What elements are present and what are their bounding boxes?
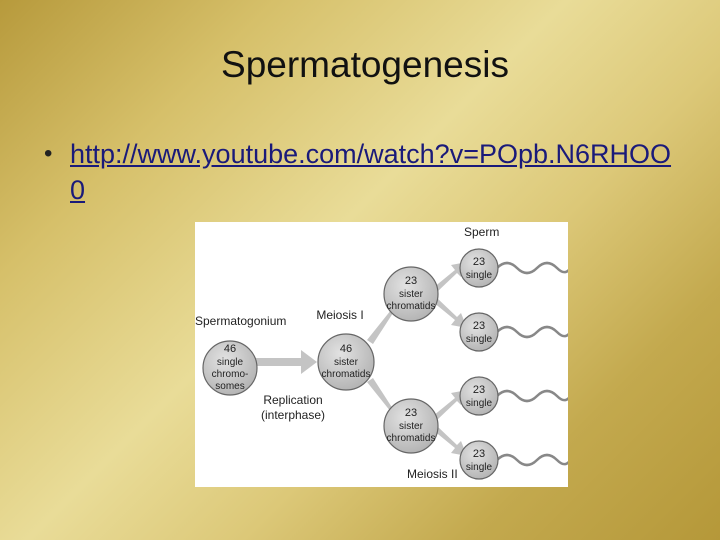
arrow-meiosis2-d bbox=[433, 426, 467, 456]
sperm-tail-4 bbox=[496, 453, 568, 467]
svg-text:single: single bbox=[466, 334, 493, 345]
svg-text:chromatids: chromatids bbox=[387, 433, 436, 444]
svg-text:(interphase): (interphase) bbox=[261, 408, 325, 422]
svg-text:46: 46 bbox=[340, 343, 352, 355]
svg-text:chromo-: chromo- bbox=[212, 369, 249, 380]
svg-text:23: 23 bbox=[405, 407, 417, 419]
secondary-spermatocyte-cell-1 bbox=[383, 266, 439, 322]
arrow-meiosis2-b bbox=[433, 298, 467, 328]
arrow-meiosis2-a bbox=[433, 262, 467, 292]
meiosis1-label: Meiosis I bbox=[316, 308, 363, 322]
sperm-head-4 bbox=[459, 440, 499, 480]
primary-spermatocyte-cell bbox=[317, 333, 375, 391]
svg-text:23: 23 bbox=[473, 384, 485, 396]
svg-text:single: single bbox=[217, 357, 244, 368]
bullet-dot: • bbox=[44, 140, 53, 167]
replication-label: Replication bbox=[263, 393, 322, 407]
sperm-head-1 bbox=[459, 248, 499, 288]
svg-text:sister: sister bbox=[399, 289, 424, 300]
svg-text:23: 23 bbox=[473, 320, 485, 332]
svg-text:single: single bbox=[466, 398, 493, 409]
svg-text:sister: sister bbox=[334, 357, 359, 368]
arrow-meiosis2-c bbox=[433, 390, 467, 420]
svg-text:23: 23 bbox=[405, 275, 417, 287]
svg-text:single: single bbox=[466, 270, 493, 281]
slide-title: Spermatogenesis bbox=[221, 44, 509, 85]
meiosis2-label: Meiosis II bbox=[407, 467, 458, 481]
svg-text:sister: sister bbox=[399, 421, 424, 432]
arrow-replication bbox=[251, 350, 317, 374]
svg-text:23: 23 bbox=[473, 256, 485, 268]
bullet-item: • http://www.youtube.com/watch?v=POpb.N6… bbox=[44, 136, 704, 208]
sperm-label: Sperm bbox=[464, 225, 499, 239]
sperm-head-3 bbox=[459, 376, 499, 416]
svg-text:chromatids: chromatids bbox=[387, 301, 436, 312]
spermatogonium-cell bbox=[202, 340, 258, 396]
svg-text:chromatids: chromatids bbox=[322, 369, 371, 380]
spermatogonium-label: Spermatogonium bbox=[195, 314, 286, 328]
sperm-tail-2 bbox=[496, 325, 568, 339]
sperm-tail-1 bbox=[496, 261, 568, 275]
sperm-head-2 bbox=[459, 312, 499, 352]
svg-text:single: single bbox=[466, 462, 493, 473]
secondary-spermatocyte-cell-2 bbox=[383, 398, 439, 454]
spermatogenesis-diagram: 46 single chromo- somes Spermatogonium 4… bbox=[195, 222, 568, 487]
spermatogonium-count: 46 bbox=[224, 343, 236, 355]
sperm-tail-3 bbox=[496, 389, 568, 403]
svg-text:somes: somes bbox=[215, 381, 244, 392]
svg-text:23: 23 bbox=[473, 448, 485, 460]
youtube-link[interactable]: http://www.youtube.com/watch?v=POpb.N6RH… bbox=[70, 139, 672, 205]
